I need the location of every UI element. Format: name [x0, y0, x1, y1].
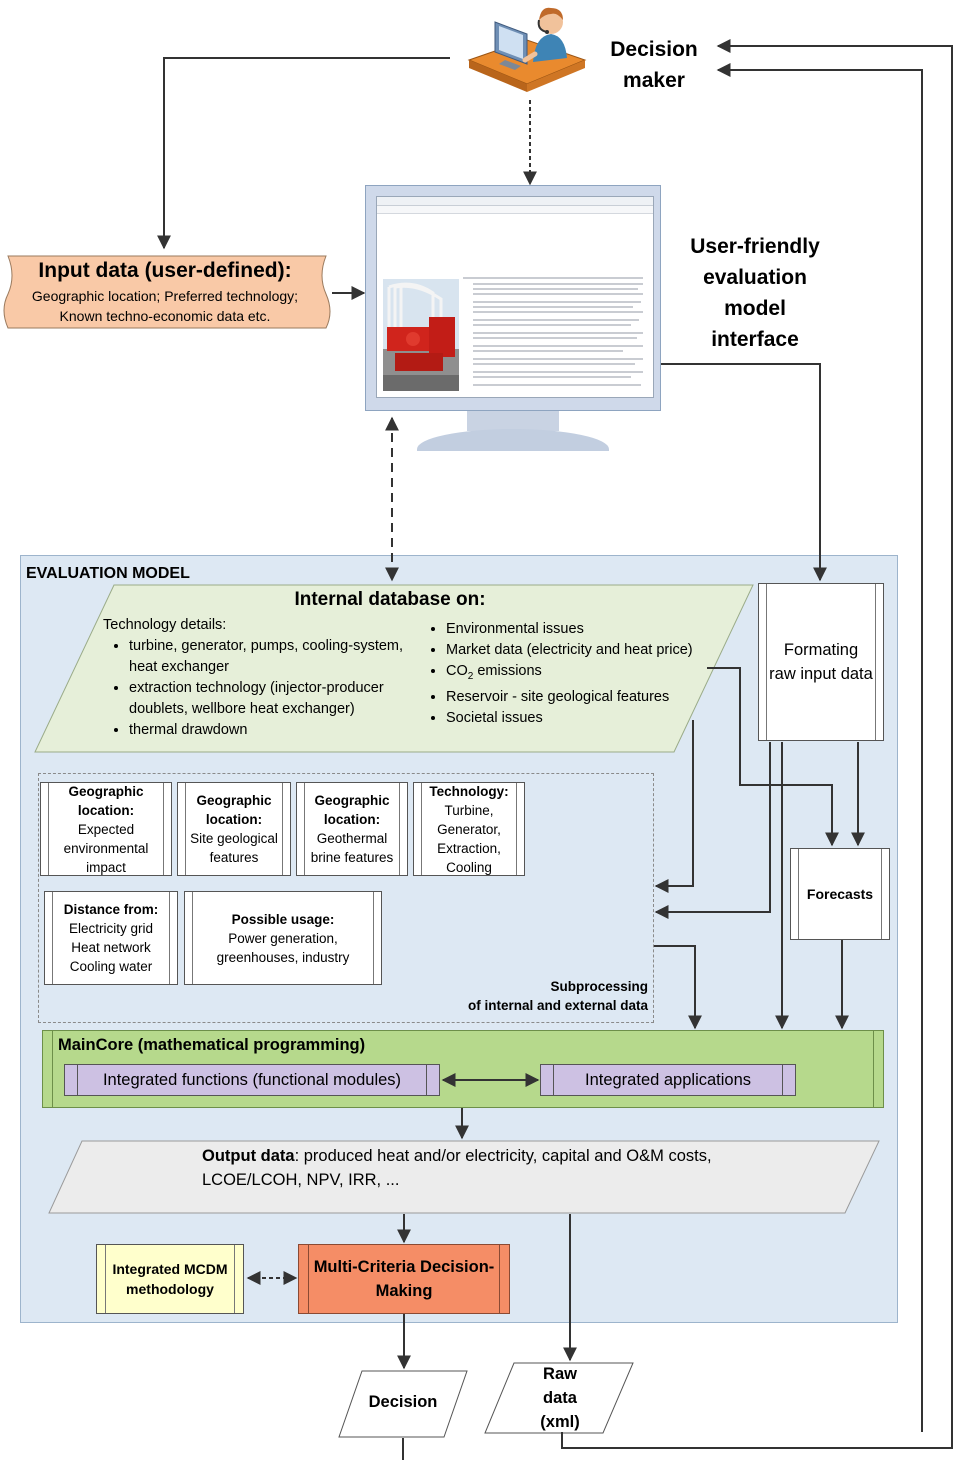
box-title: Geographic location:: [314, 793, 390, 827]
co2-subscript: 2: [467, 670, 474, 682]
forecasts-box: Forecasts: [790, 848, 890, 940]
geothermal-plant-photo: [383, 279, 459, 391]
mcdm-label: Multi-Criteria Decision-Making: [313, 1258, 495, 1300]
tech-item-drawdown: thermal drawdown: [129, 720, 433, 741]
monitor-screen-frame: [365, 185, 661, 411]
output-data-label: Output data: [202, 1147, 295, 1165]
co2-base: CO: [446, 663, 468, 679]
integrated-functions-label: Integrated functions (functional modules…: [102, 1070, 402, 1089]
ui-label-line-1: User-friendly: [690, 235, 820, 258]
user-friendly-interface-label: User-friendly evaluation model interface: [668, 231, 842, 355]
arrow-interface-to-formating: [661, 363, 827, 582]
decision-shape: [338, 1370, 468, 1438]
mcdm-box: Multi-Criteria Decision-Making: [298, 1244, 510, 1314]
box-title: Possible usage:: [231, 911, 335, 927]
integrated-mcdm-label: Integrated MCDM methodology: [112, 1261, 228, 1297]
box-title: Distance from:: [63, 902, 159, 917]
ui-label-line-3: model: [724, 297, 786, 320]
box-body: Power generation, greenhouses, industry: [216, 930, 350, 965]
raw-data-line-1: Raw: [543, 1365, 577, 1383]
db-item-environment: Environmental issues: [446, 619, 740, 640]
raw-data-label: Raw data (xml): [520, 1362, 600, 1434]
subprocessing-label: Subprocessing of internal and external d…: [430, 977, 648, 1015]
co2-emissions-text: emissions: [477, 663, 542, 679]
integrated-functions-box: Integrated functions (functional modules…: [64, 1064, 440, 1096]
db-item-co2: CO2 emissions: [446, 661, 740, 687]
decision-label: Decision: [368, 1393, 438, 1411]
box-body: Expected environmental impact: [63, 821, 149, 875]
input-data-block: Input data (user-defined): Geographic lo…: [0, 256, 330, 326]
forecasts-label: Forecasts: [806, 885, 874, 902]
decision-maker-line-1: Decision: [610, 38, 698, 61]
monitor-icon: [365, 185, 661, 455]
subprocessing-label-line-1: Subprocessing: [550, 979, 648, 994]
box-title: Geographic location:: [196, 793, 272, 827]
input-data-line-1: Geographic location; Preferred technolog…: [31, 288, 299, 304]
box-distance-from: Distance from: Electricity grid Heat netw…: [44, 891, 178, 985]
box-title: Technology:: [429, 783, 509, 799]
ui-label-line-4: interface: [711, 328, 799, 351]
db-item-reservoir: Reservoir - site geological features: [446, 687, 740, 708]
box-possible-usage: Possible usage: Power generation, greenho…: [184, 891, 382, 985]
box-technology: Technology: Turbine, Generator, Extractio…: [413, 782, 525, 876]
box-body: Site geological features: [190, 831, 278, 865]
internal-database-title: Internal database on:: [294, 589, 486, 610]
technology-details-list: Technology details: turbine, generator, …: [103, 615, 433, 741]
db-item-market: Market data (electricity and heat price): [446, 640, 740, 661]
db-item-societal: Societal issues: [446, 708, 740, 729]
maincore-title: MainCore (mathematical programming): [58, 1036, 366, 1054]
evaluation-model-title: EVALUATION MODEL: [26, 565, 190, 582]
box-geothermal-brine: Geographic location: Geothermal brine fea…: [296, 782, 408, 876]
ui-label-line-2: evaluation: [703, 266, 807, 289]
decision-maker-line-2: maker: [623, 69, 685, 92]
database-topics-list: Environmental issues Market data (electr…: [420, 619, 740, 729]
box-environmental-impact: Geographic location:Expected environment…: [40, 782, 172, 876]
integrated-applications-box: Integrated applications: [540, 1064, 796, 1096]
input-data-line-2: Known techno-economic data etc.: [59, 308, 271, 324]
subprocessing-label-line-2: of internal and external data: [467, 998, 648, 1013]
integrated-mcdm-box: Integrated MCDM methodology: [96, 1244, 244, 1314]
box-title: Geographic location:: [68, 783, 144, 818]
tech-item-extraction: extraction technology (injector-producer…: [129, 678, 433, 720]
box-body: Turbine, Generator, Extraction, Cooling: [437, 802, 501, 875]
input-data-shape: [3, 255, 331, 329]
box-body: Geothermal brine features: [310, 831, 394, 865]
integrated-applications-label: Integrated applications: [584, 1070, 752, 1089]
raw-data-line-2: data: [543, 1389, 577, 1407]
input-data-title: Input data (user-defined):: [38, 259, 292, 282]
formating-raw-input-box: Formating raw input data: [758, 583, 884, 741]
output-data-text: Output data: produced heat and/or electr…: [202, 1144, 742, 1192]
app-window-screenshot: [376, 196, 654, 398]
box-site-geological: Geographic location: Site geological feat…: [177, 782, 291, 876]
raw-data-line-3: (xml): [540, 1413, 580, 1431]
technology-details-heading: Technology details:: [103, 617, 227, 633]
formating-label: Formating raw input data: [769, 641, 873, 683]
box-body: Electricity grid Heat network Cooling wa…: [68, 921, 154, 974]
tech-item-turbine: turbine, generator, pumps, cooling-syste…: [129, 636, 433, 678]
person-at-computer-icon: [465, 0, 589, 100]
decision-maker-label: Decision maker: [584, 34, 724, 96]
